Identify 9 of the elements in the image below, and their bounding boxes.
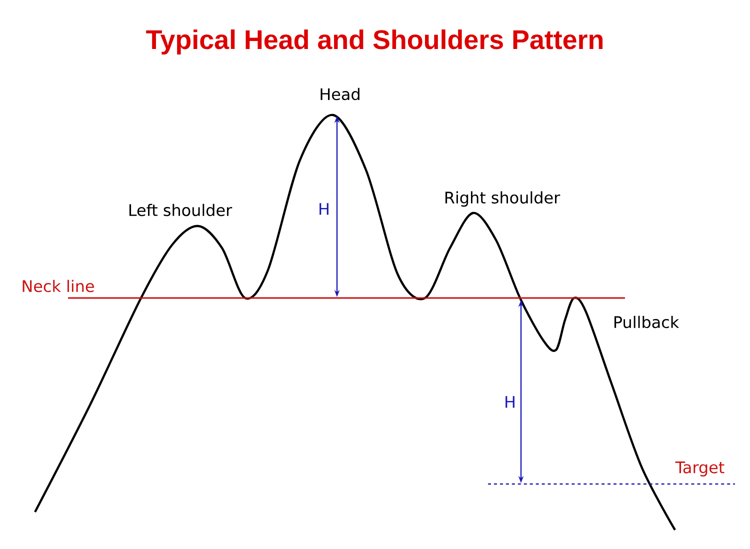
target-label: Target — [675, 462, 724, 476]
neckline-label: Neck line — [22, 280, 94, 292]
pullback-label: Pullback — [614, 316, 680, 328]
height-label: H — [320, 203, 328, 215]
shoulder-label: Right shoulder — [445, 191, 560, 207]
shoulder-label: Left shoulder — [129, 204, 232, 216]
title: Typical Head and Shoulders Pattern — [146, 29, 603, 55]
height-label: H — [506, 396, 514, 408]
peak-label: Head — [320, 88, 360, 100]
